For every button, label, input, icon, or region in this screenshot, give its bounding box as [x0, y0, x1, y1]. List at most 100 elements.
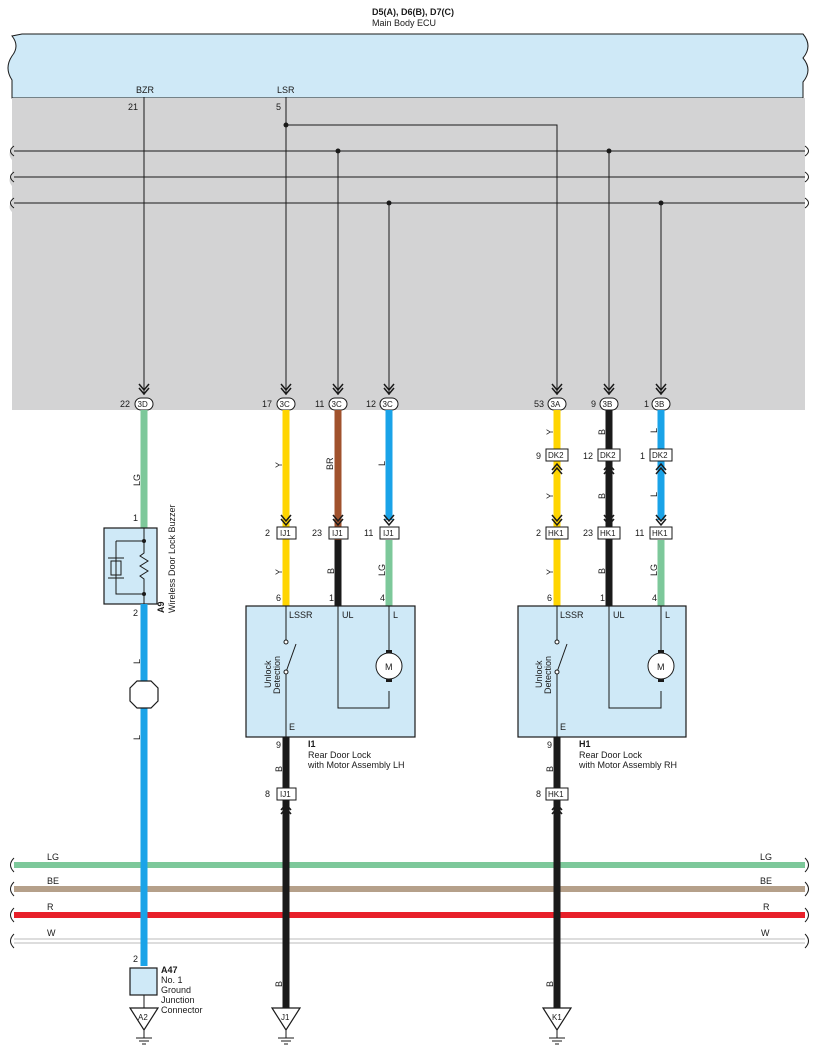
svg-text:IJ1: IJ1	[280, 529, 291, 538]
svg-text:Y: Y	[545, 429, 555, 435]
svg-text:Unlock: Unlock	[263, 660, 273, 688]
svg-text:Detection: Detection	[272, 656, 282, 694]
svg-text:11: 11	[315, 399, 324, 409]
svg-text:B: B	[545, 981, 555, 987]
ecu-body	[7, 33, 809, 99]
svg-text:17: 17	[262, 399, 272, 409]
svg-text:DK2: DK2	[652, 451, 668, 460]
rh-lock-wiring: Y B L Y B L Y B LG 9 DK2 12 DK2 1 DK2	[517, 410, 687, 1045]
svg-text:3C: 3C	[280, 400, 290, 409]
svg-text:E: E	[560, 722, 566, 732]
svg-text:3A: 3A	[551, 400, 561, 409]
wire-label-l-1: L	[132, 659, 142, 664]
svg-text:23: 23	[583, 528, 593, 538]
connector-hk1-bottom: 8 HK1	[536, 787, 569, 801]
bus-label-r-left: R	[47, 902, 54, 912]
svg-text:L: L	[649, 428, 659, 433]
wire-label-lg: LG	[132, 474, 142, 486]
connector-ij1-bottom: 8 IJ1	[265, 787, 297, 801]
svg-text:B: B	[274, 981, 284, 987]
svg-text:Y: Y	[545, 569, 555, 575]
lock-rh-code: H1	[579, 739, 591, 749]
svg-text:B: B	[545, 766, 555, 772]
svg-text:BR: BR	[325, 457, 335, 470]
svg-text:A2: A2	[138, 1013, 148, 1022]
ecu-title: D5(A), D6(B), D7(C)	[372, 7, 454, 17]
bus-label-w-right: W	[761, 928, 770, 938]
svg-text:J1: J1	[281, 1013, 290, 1022]
bus-label-lg-left: LG	[47, 852, 59, 862]
wire-label-l-2: L	[132, 735, 142, 740]
svg-text:2: 2	[536, 528, 541, 538]
lock-lh-code: I1	[308, 739, 316, 749]
ecu-pin-bzr-num: 21	[128, 102, 138, 112]
bus-label-be-left: BE	[47, 876, 59, 886]
connector-hk1-top: 2 HK1 23 HK1 11 HK1	[536, 526, 673, 540]
svg-text:6: 6	[547, 593, 552, 603]
svg-text:Detection: Detection	[543, 656, 553, 694]
svg-text:Junction: Junction	[161, 995, 195, 1005]
ground-a2	[128, 1007, 160, 1032]
ecu-pin-lsr-label: LSR	[277, 85, 295, 95]
bus-label-w-left: W	[47, 928, 56, 938]
junction-dots	[283, 122, 664, 206]
svg-text:No. 1: No. 1	[161, 975, 183, 985]
svg-text:B: B	[597, 568, 607, 574]
ecu-pin-bzr-label: BZR	[136, 85, 155, 95]
connector-3d-22: 22 3D	[120, 397, 154, 411]
svg-text:K1: K1	[552, 1013, 562, 1022]
bus-label-r-right: R	[763, 902, 770, 912]
svg-text:Rear Door Lock: Rear Door Lock	[308, 750, 372, 760]
svg-text:HK1: HK1	[600, 529, 616, 538]
svg-text:Connector: Connector	[161, 1005, 203, 1015]
svg-text:4: 4	[652, 593, 657, 603]
svg-text:Y: Y	[274, 462, 284, 468]
ecu-pin-lsr-num: 5	[276, 102, 281, 112]
connector-3b-1: 1 3B	[644, 397, 671, 411]
svg-text:12: 12	[583, 451, 593, 461]
bottom-bus: LG LG BE BE R R W W	[10, 852, 809, 949]
svg-text:2: 2	[133, 608, 138, 618]
svg-text:B: B	[326, 568, 336, 574]
svg-text:E: E	[289, 722, 295, 732]
buzzer-name: Wireless Door Lock Buzzer	[167, 504, 177, 613]
svg-text:8: 8	[265, 789, 270, 799]
ground-j1	[270, 1007, 302, 1032]
svg-text:with Motor Assembly RH: with Motor Assembly RH	[578, 760, 677, 770]
buzzer-box	[103, 527, 158, 605]
svg-text:2: 2	[133, 954, 138, 964]
junction-connector-box	[129, 967, 158, 996]
svg-text:Y: Y	[545, 493, 555, 499]
svg-text:L: L	[649, 492, 659, 497]
svg-text:Y: Y	[274, 569, 284, 575]
ground-k1	[541, 1007, 573, 1032]
svg-text:1: 1	[133, 513, 138, 523]
svg-text:L: L	[377, 461, 387, 466]
svg-text:B: B	[274, 766, 284, 772]
svg-text:DK2: DK2	[548, 451, 564, 460]
buzzer-symbol	[108, 528, 149, 604]
svg-text:DK2: DK2	[600, 451, 616, 460]
bus-label-lg-right: LG	[760, 852, 772, 862]
connector-3b-9: 9 3B	[591, 397, 619, 411]
svg-text:8: 8	[536, 789, 541, 799]
connector-dk2: 9 DK2 12 DK2 1 DK2	[536, 448, 673, 462]
ecu-internal-block	[9, 98, 805, 410]
svg-text:3B: 3B	[655, 400, 665, 409]
svg-text:Ground: Ground	[161, 985, 191, 995]
svg-text:1: 1	[600, 593, 605, 603]
svg-text:1: 1	[329, 593, 334, 603]
connector-ij1-top: IJ1 2 IJ1 23 IJ1 11	[265, 526, 400, 540]
svg-text:L: L	[665, 610, 670, 620]
svg-text:22: 22	[120, 399, 130, 409]
svg-text:3D: 3D	[138, 400, 148, 409]
svg-text:HK1: HK1	[548, 790, 564, 799]
svg-text:UL: UL	[342, 610, 354, 620]
svg-text:LG: LG	[649, 564, 659, 576]
ecu-arrows	[138, 383, 667, 396]
svg-text:9: 9	[591, 399, 596, 409]
svg-text:9: 9	[547, 740, 552, 750]
svg-text:IJ1: IJ1	[332, 529, 343, 538]
connector-3c-17: 17 3C	[262, 397, 296, 411]
svg-text:11: 11	[364, 528, 373, 538]
